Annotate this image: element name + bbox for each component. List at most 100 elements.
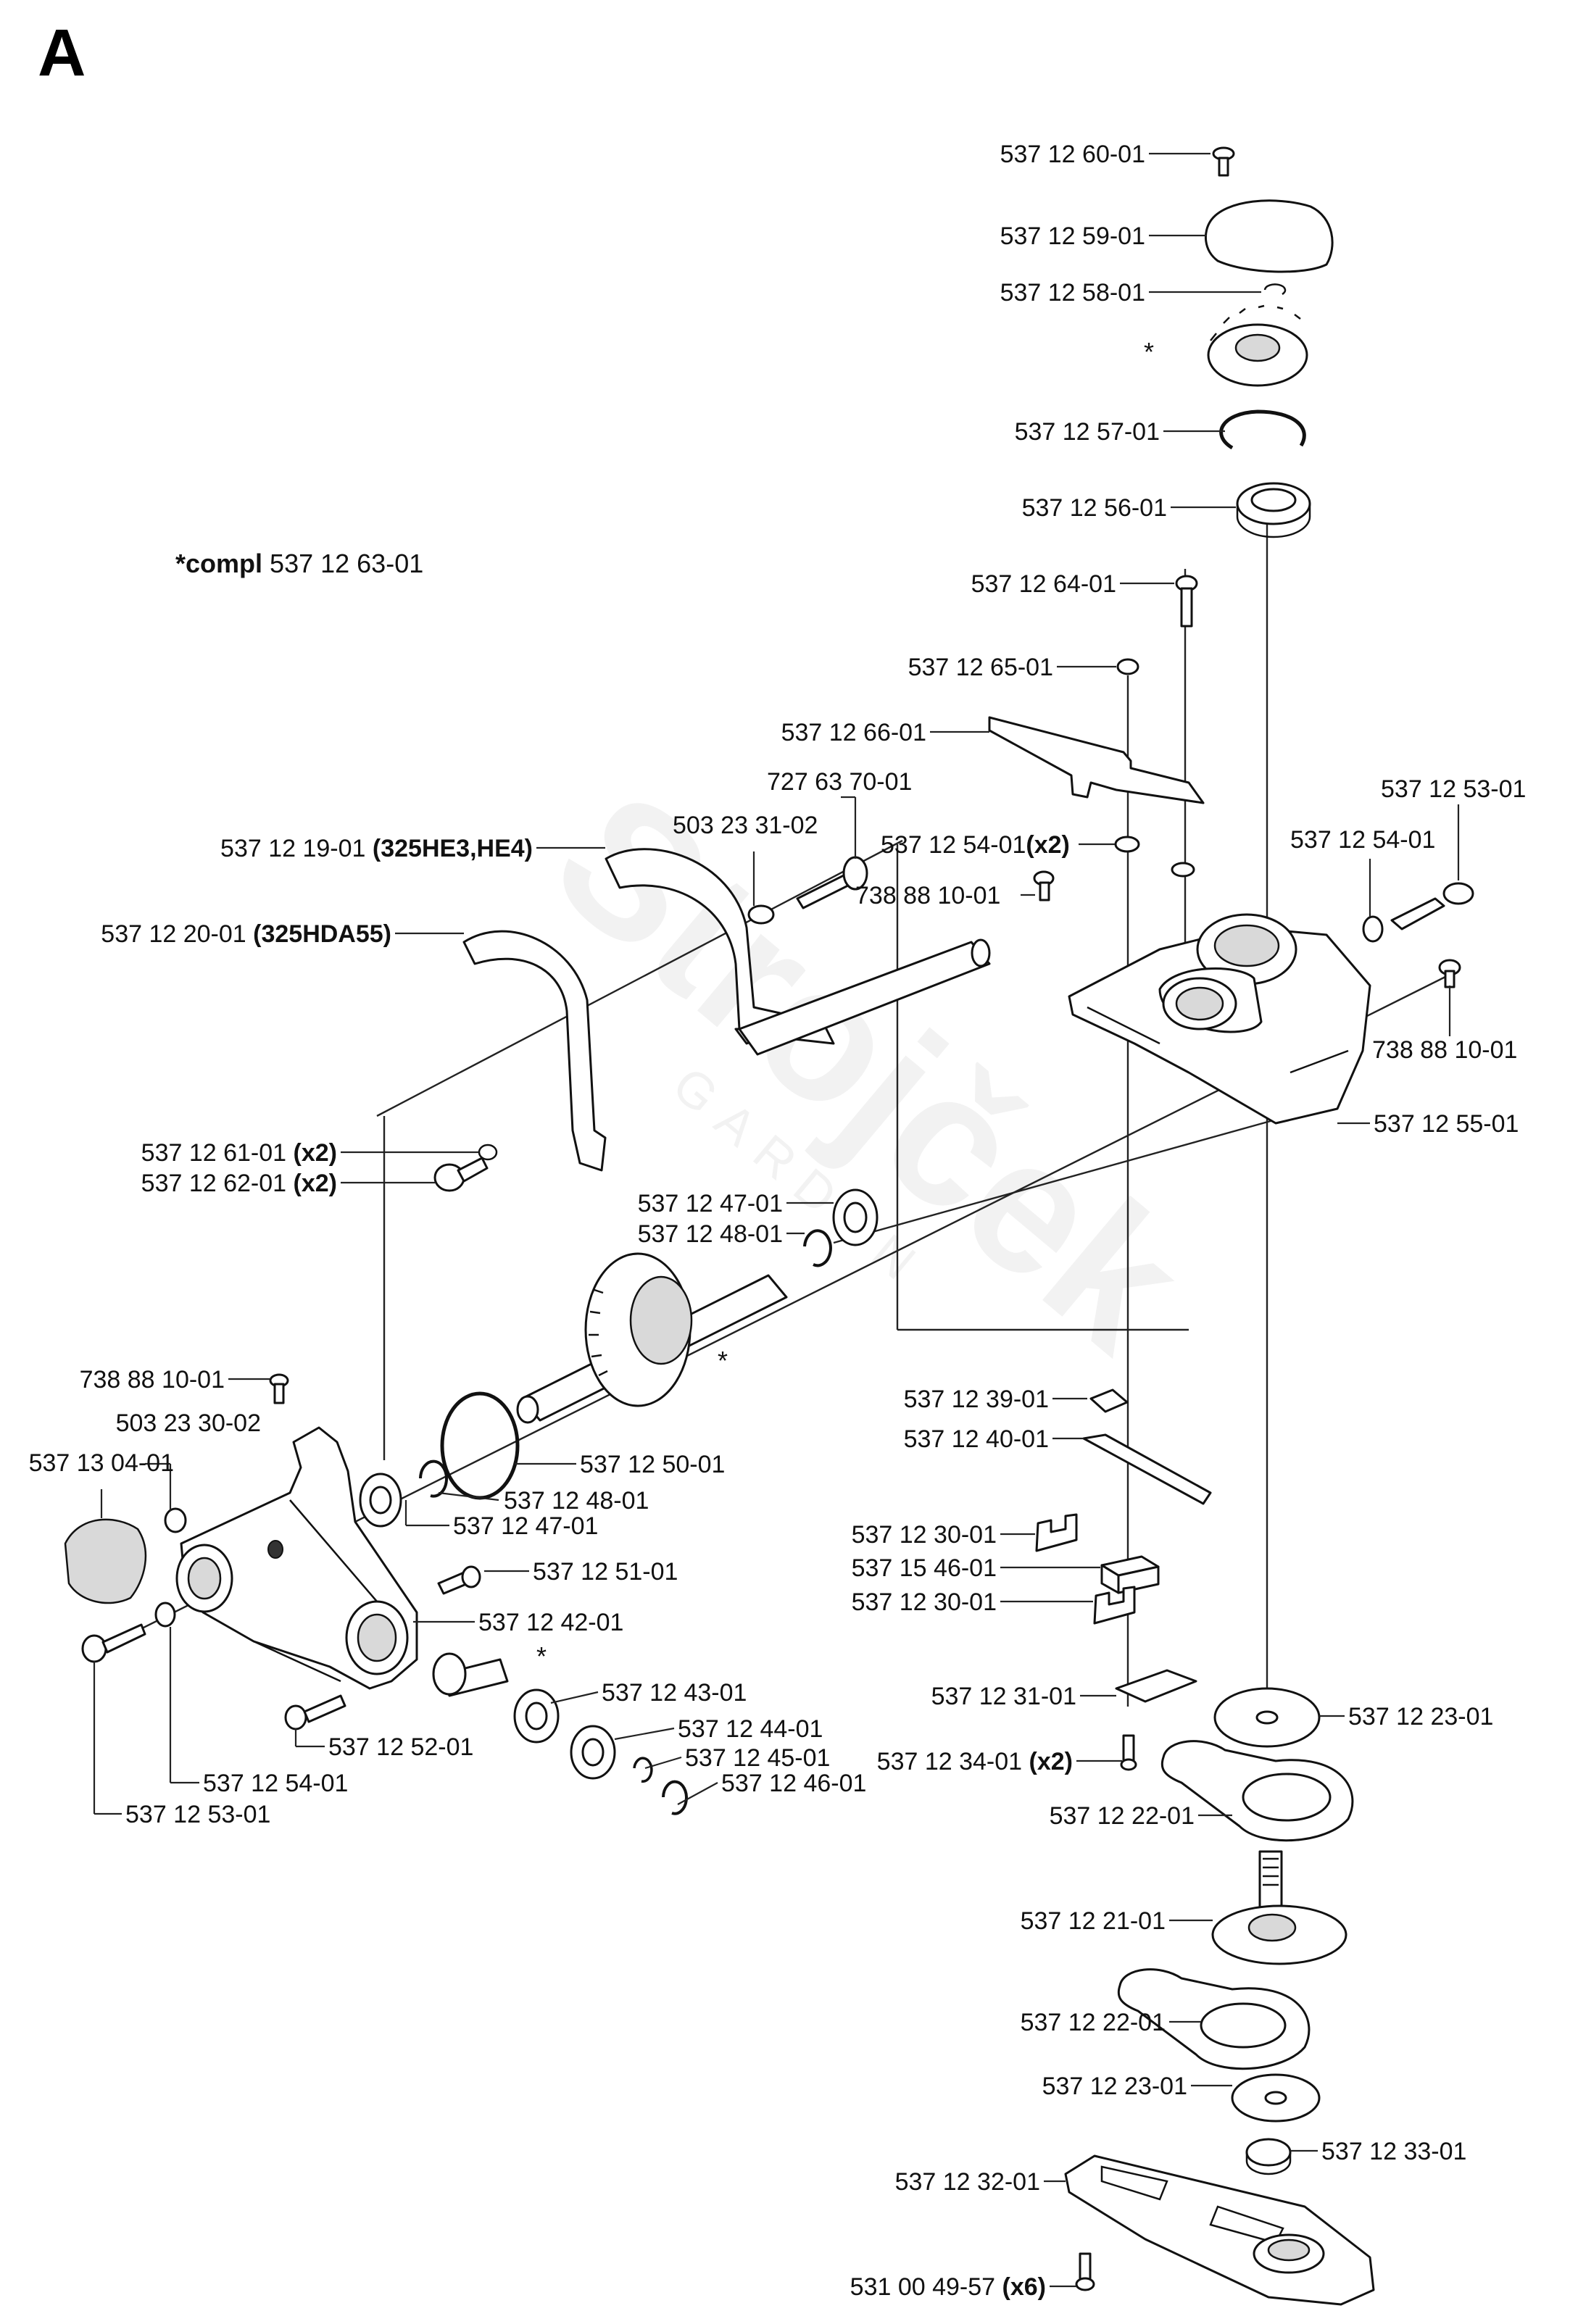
part-label: 537 12 32-01 [895, 2168, 1040, 2196]
pinion-shaft [516, 1252, 788, 1424]
part-label: 537 12 43-01 [602, 1679, 747, 1707]
spring-strip [1082, 1433, 1212, 1505]
left-circlip [419, 1459, 448, 1498]
shaft-tube [738, 941, 991, 1056]
left-bearing [359, 1473, 402, 1528]
lower-pinion [432, 1652, 509, 1697]
part-label: 537 12 19-01 (325HE3,HE4) [220, 835, 533, 862]
cover-screw [1075, 2252, 1095, 2291]
part-label: 537 12 57-01 [1015, 418, 1160, 446]
part-label: 738 88 10-01 [80, 1366, 225, 1394]
part-label: 531 00 49-57 (x6) [850, 2273, 1046, 2301]
part-label: 537 12 33-01 [1321, 2138, 1466, 2165]
top-screw [1212, 146, 1235, 177]
housing-screw-a [437, 1565, 481, 1595]
cover-plate [1204, 199, 1334, 273]
gear-housing [1068, 913, 1371, 1125]
part-label: 537 12 65-01 [908, 654, 1053, 681]
part-label: 537 12 62-01 (x2) [141, 1170, 337, 1197]
part-label: 537 12 23-01 [1042, 2073, 1187, 2100]
mounting-bracket [988, 716, 1205, 804]
section-letter: A [38, 16, 86, 90]
knob-washer [164, 1507, 187, 1533]
part-label: 537 12 56-01 [1022, 494, 1167, 522]
washer-b [1171, 862, 1195, 878]
crank-arm-2 [1117, 1968, 1311, 2070]
part-label: 537 12 21-01 [1021, 1907, 1166, 1935]
lower-circlip-1 [633, 1757, 653, 1783]
bolt-washer [747, 904, 775, 925]
star-marker-lower: * [536, 1641, 547, 1671]
part-label: 503 23 31-02 [673, 812, 818, 839]
part-label: 738 88 10-01 [1372, 1036, 1517, 1064]
lower-bearing-2 [570, 1725, 616, 1780]
star-marker-gear: * [1144, 337, 1154, 367]
part-label: 537 12 64-01 [971, 570, 1116, 598]
small-snap-ring [1263, 283, 1287, 296]
parts-artwork: * * * [64, 146, 1474, 2306]
bottom-bearing [1245, 2138, 1292, 2175]
part-label: 537 12 52-01 [328, 1733, 473, 1761]
part-label: 537 12 54-01(x2) [881, 831, 1070, 859]
crank-arm-1 [1160, 1740, 1354, 1842]
grease-nipple-3 [269, 1373, 289, 1404]
lower-bearing-1 [513, 1688, 560, 1744]
part-label: 537 12 42-01 [478, 1609, 623, 1636]
part-label: 537 12 47-01 [638, 1190, 783, 1217]
small-ring [478, 1144, 498, 1161]
right-screw [1390, 882, 1474, 930]
part-labels: 537 12 60-01 537 12 59-01 537 12 58-01 5… [29, 141, 1527, 2301]
u-block-1 [1035, 1513, 1078, 1552]
part-label: 537 12 48-01 [638, 1220, 783, 1248]
part-label: 537 12 22-01 [1050, 1802, 1195, 1830]
mid-bearing [832, 1188, 879, 1246]
housing-screw-c [81, 1623, 146, 1663]
part-label: 537 12 66-01 [781, 719, 926, 746]
upper-screw [1175, 575, 1198, 628]
part-label: 537 12 30-01 [852, 1521, 997, 1549]
part-label: 537 12 45-01 [685, 1744, 830, 1772]
block-middle [1100, 1555, 1160, 1594]
grease-nipple-1 [1033, 870, 1055, 901]
part-label: 537 12 31-01 [931, 1683, 1076, 1710]
housing-screw-b [284, 1694, 346, 1730]
part-label: 537 12 50-01 [580, 1451, 725, 1478]
lower-circlip-2 [662, 1780, 688, 1815]
compl-note: *compl 537 12 63-01 [175, 549, 423, 578]
screw-x2 [433, 1157, 489, 1192]
part-label: 537 12 30-01 [852, 1588, 997, 1616]
top-bearing [1236, 482, 1311, 538]
part-label: 537 12 39-01 [904, 1386, 1049, 1413]
angle-gear-housing [175, 1426, 418, 1690]
housing-washer [154, 1602, 176, 1628]
part-label: 537 12 47-01 [453, 1512, 598, 1540]
part-label: 727 63 70-01 [767, 768, 912, 796]
part-label: 537 12 54-01 [203, 1770, 348, 1797]
circlip [1219, 409, 1306, 450]
part-label: 537 15 46-01 [852, 1554, 997, 1582]
part-label: 537 12 23-01 [1348, 1703, 1493, 1730]
part-label: 738 88 10-01 [855, 882, 1000, 909]
leader-lines [93, 152, 1460, 2288]
star-marker-pinion: * [718, 1346, 728, 1375]
part-label: 537 12 58-01 [1000, 279, 1145, 307]
u-block-2 [1093, 1586, 1136, 1625]
part-label: 537 12 59-01 [1000, 222, 1145, 250]
upper-nut [1116, 658, 1139, 675]
part-label: 537 12 54-01 [1290, 826, 1435, 854]
washer-large-2 [1231, 2073, 1321, 2123]
washer-a [1114, 836, 1140, 853]
part-label: 537 12 20-01 (325HDA55) [101, 920, 391, 948]
part-label: 537 12 61-01 (x2) [141, 1139, 337, 1167]
right-washer [1362, 915, 1384, 943]
part-label: 537 12 48-01 [504, 1487, 649, 1515]
part-label: 503 23 30-02 [116, 1409, 261, 1437]
mid-circlip [803, 1229, 832, 1267]
part-label: 537 12 34-01 (x2) [877, 1748, 1073, 1775]
part-label: 537 12 40-01 [904, 1425, 1049, 1453]
compl-number: 537 12 63-01 [270, 549, 423, 578]
part-label: 537 12 53-01 [125, 1801, 270, 1828]
small-pad [1089, 1388, 1129, 1413]
part-label: 537 12 46-01 [721, 1770, 866, 1797]
